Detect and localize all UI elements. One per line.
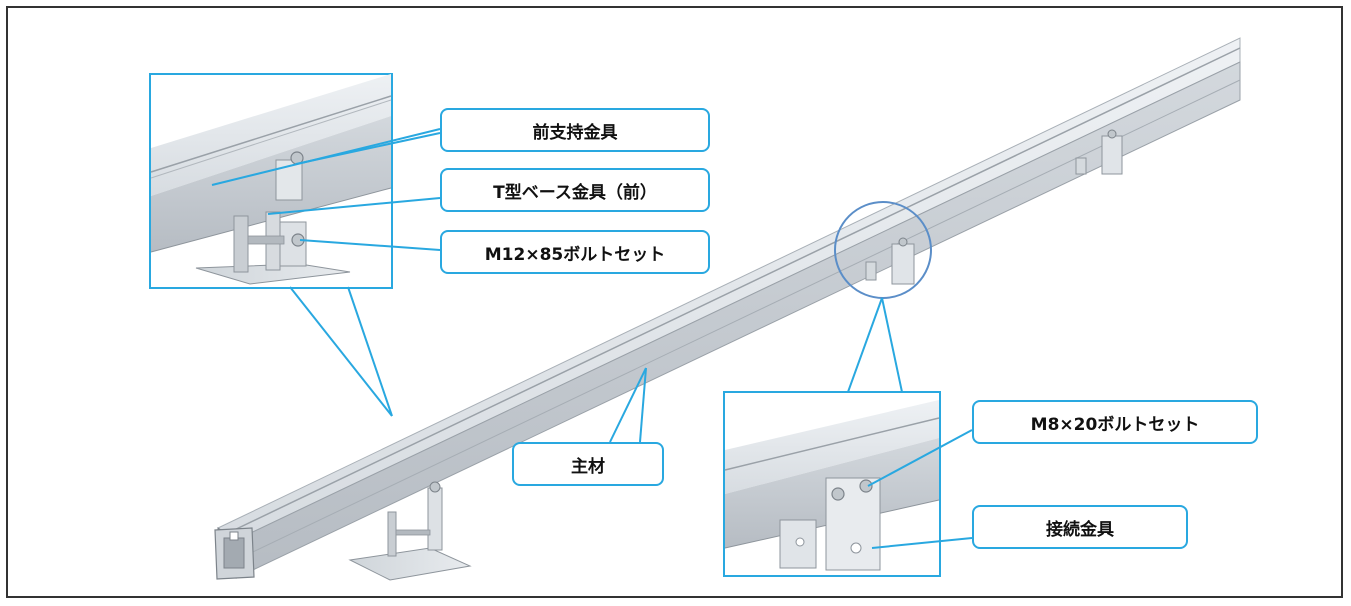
rail-end-profile [214, 527, 255, 580]
callout-main-member: 主材 [512, 442, 664, 486]
label-main-member: 主材 [571, 456, 605, 477]
label-bolt-m12: M12×85ボルトセット [484, 244, 666, 265]
leader-lines [211, 128, 973, 549]
inset-connectors [289, 286, 903, 417]
detail-inset-front-support [149, 73, 393, 289]
label-t-base-front: T型ベース金具（前） [493, 182, 657, 203]
label-joint-bracket: 接続金具 [1046, 519, 1114, 540]
callout-t-base-front: T型ベース金具（前） [440, 168, 710, 212]
joint-bracket-on-rail [865, 237, 915, 285]
detail-inset-joint [723, 391, 941, 577]
label-front-support: 前支持金具 [532, 122, 618, 143]
callout-front-support: 前支持金具 [440, 108, 710, 152]
label-bolt-m8: M8×20ボルトセット [1030, 414, 1200, 435]
front-support-assembly [348, 481, 472, 581]
callout-joint-bracket: 接続金具 [972, 505, 1188, 549]
callout-bolt-m12: M12×85ボルトセット [440, 230, 710, 274]
callout-bolt-m8: M8×20ボルトセット [972, 400, 1258, 444]
joint-bracket-on-rail-far [1075, 129, 1123, 175]
